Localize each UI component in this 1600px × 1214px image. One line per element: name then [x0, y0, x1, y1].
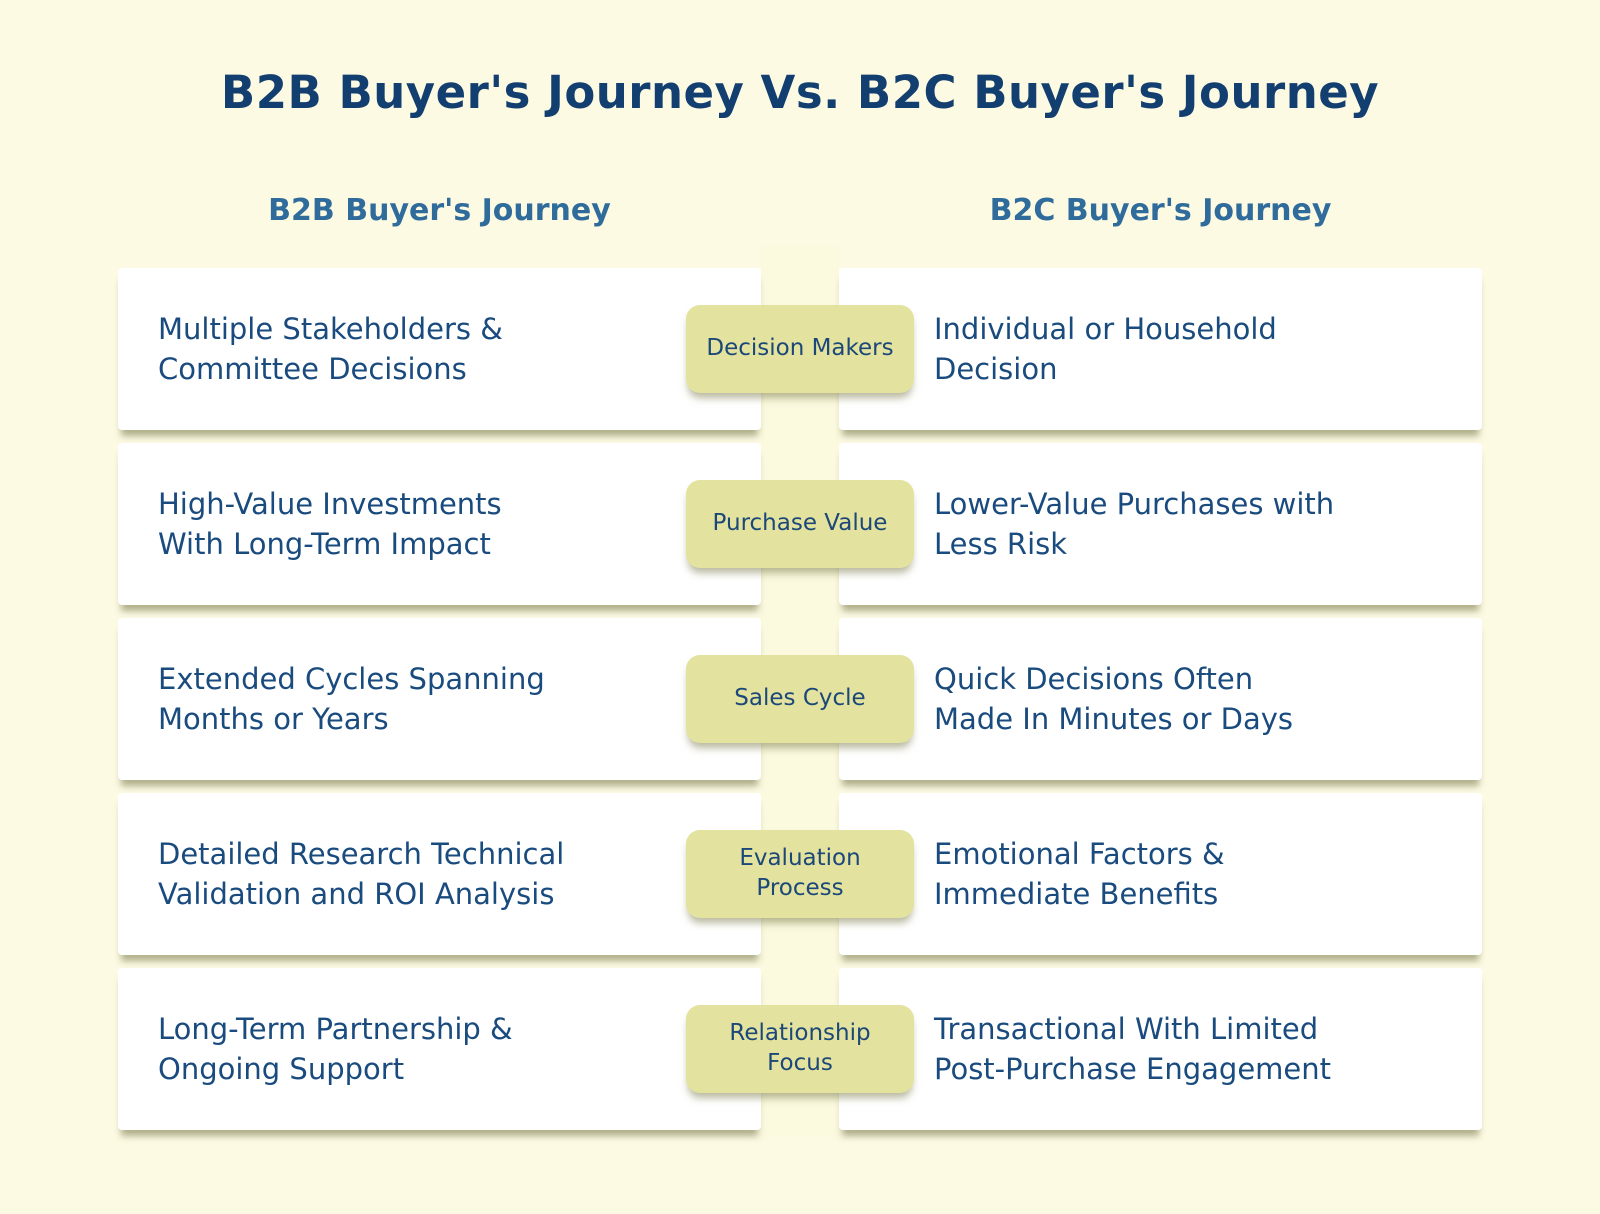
category-badge: Evaluation Process	[686, 830, 914, 918]
comparison-row-sales-cycle: Extended Cycles Spanning Months or Years…	[118, 618, 1482, 780]
b2c-card-text: Individual or Household Decision	[934, 311, 1277, 386]
b2c-card: Lower-Value Purchases with Less Risk	[839, 443, 1482, 605]
b2b-card-text: Detailed Research Technical Validation a…	[158, 836, 565, 911]
b2c-card-text: Transactional With Limited Post-Purchase…	[934, 1011, 1332, 1086]
column-headers: B2B Buyer's Journey B2C Buyer's Journey	[118, 119, 1482, 228]
b2c-card: Individual or Household Decision	[839, 268, 1482, 430]
b2c-card-text: Emotional Factors & Immediate Benefits	[934, 836, 1225, 911]
b2c-card-text: Quick Decisions Often Made In Minutes or…	[934, 661, 1294, 736]
b2c-card: Emotional Factors & Immediate Benefits	[839, 793, 1482, 955]
page-title: B2B Buyer's Journey Vs. B2C Buyer's Jour…	[220, 66, 1380, 119]
b2b-card: Detailed Research Technical Validation a…	[118, 793, 761, 955]
b2b-card: Long-Term Partnership & Ongoing Support	[118, 968, 761, 1130]
b2b-card-text: High-Value Investments With Long-Term Im…	[158, 486, 502, 561]
column-header-b2c: B2C Buyer's Journey	[989, 193, 1332, 228]
b2c-card: Transactional With Limited Post-Purchase…	[839, 968, 1482, 1130]
b2c-card: Quick Decisions Often Made In Minutes or…	[839, 618, 1482, 780]
category-badge: Relationship Focus	[686, 1005, 914, 1093]
b2b-card-text: Multiple Stakeholders & Committee Decisi…	[158, 311, 503, 386]
comparison-row-evaluation-process: Detailed Research Technical Validation a…	[118, 793, 1482, 955]
b2c-card-text: Lower-Value Purchases with Less Risk	[934, 486, 1335, 561]
category-badge: Purchase Value	[686, 480, 914, 568]
comparison-row-decision-makers: Multiple Stakeholders & Committee Decisi…	[118, 268, 1482, 430]
b2b-card: High-Value Investments With Long-Term Im…	[118, 443, 761, 605]
comparison-row-relationship-focus: Long-Term Partnership & Ongoing Support …	[118, 968, 1482, 1130]
b2b-card: Extended Cycles Spanning Months or Years	[118, 618, 761, 780]
b2b-card: Multiple Stakeholders & Committee Decisi…	[118, 268, 761, 430]
b2b-card-text: Extended Cycles Spanning Months or Years	[158, 661, 545, 736]
comparison-row-purchase-value: High-Value Investments With Long-Term Im…	[118, 443, 1482, 605]
comparison-board: Multiple Stakeholders & Committee Decisi…	[118, 245, 1482, 1137]
b2b-card-text: Long-Term Partnership & Ongoing Support	[158, 1011, 513, 1086]
column-header-b2b: B2B Buyer's Journey	[268, 193, 611, 228]
category-badge: Sales Cycle	[686, 655, 914, 743]
category-badge: Decision Makers	[686, 305, 914, 393]
